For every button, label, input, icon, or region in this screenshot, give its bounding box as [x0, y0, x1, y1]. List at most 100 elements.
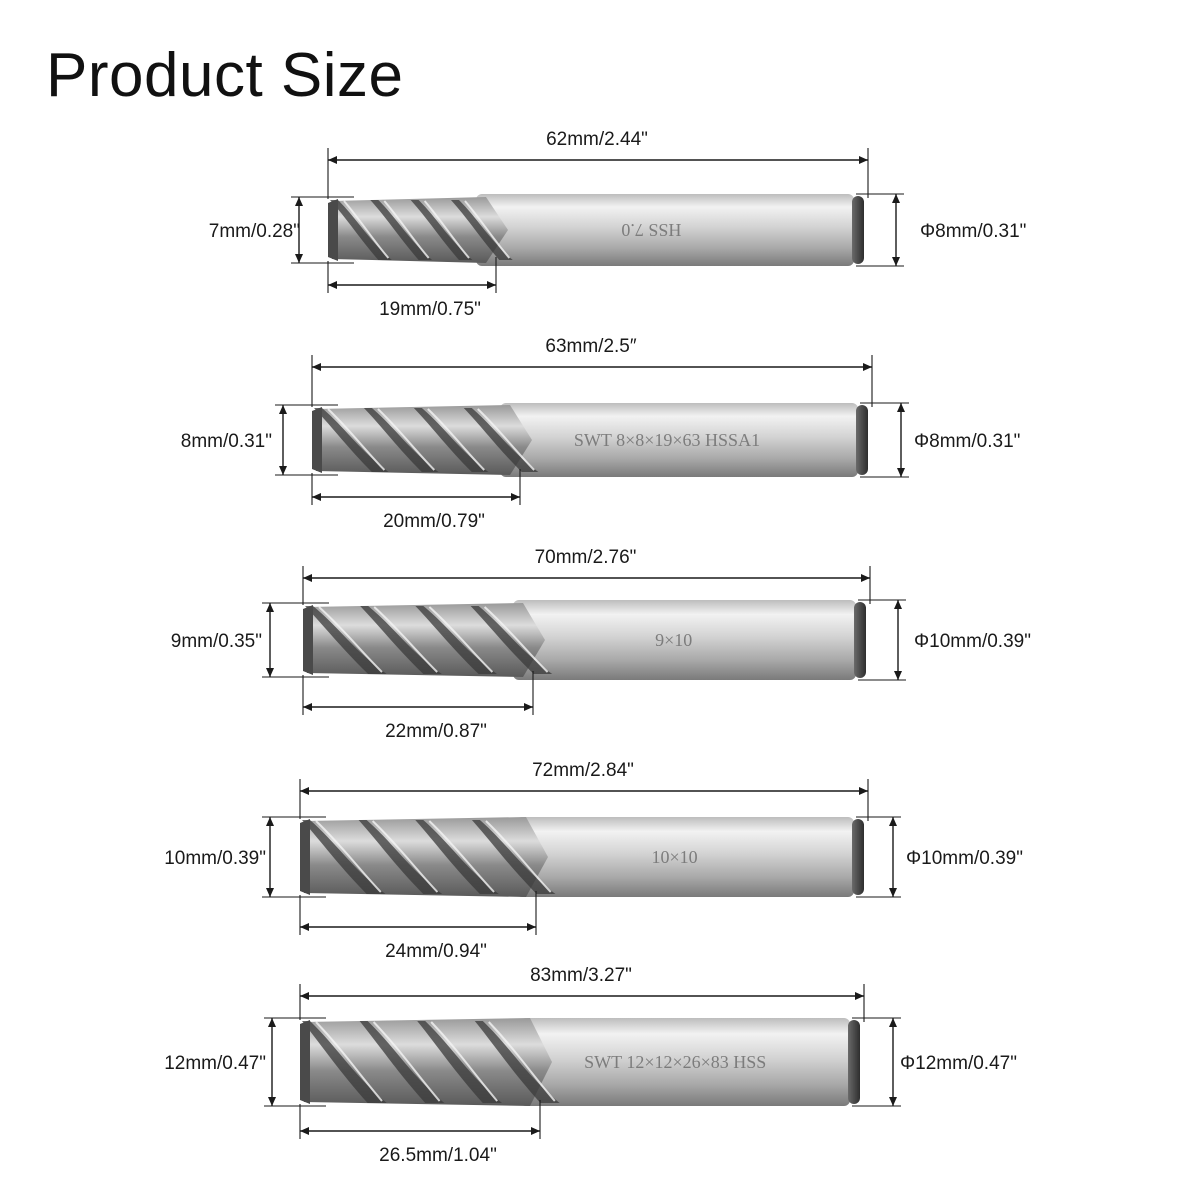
overall-length-dimension: 63mm/2.5″: [311, 336, 873, 407]
shank-diameter-dimension: Φ8mm/0.31": [860, 402, 1020, 478]
arrowhead: [300, 787, 309, 795]
flutes: [314, 405, 539, 475]
arrowhead: [268, 1097, 276, 1106]
overall-length-label: 63mm/2.5″: [545, 336, 636, 357]
arrowhead: [511, 493, 520, 501]
arrowhead: [531, 1127, 540, 1135]
flutes: [302, 1018, 560, 1106]
arrowhead: [328, 281, 337, 289]
shank-end: [848, 1020, 860, 1104]
shank-end: [852, 819, 864, 895]
overall-length-label: 83mm/3.27": [530, 965, 632, 986]
shank-diameter-label: Φ8mm/0.31": [920, 221, 1026, 242]
arrowhead: [863, 363, 872, 371]
end-mill-12mm: SWT 12×12×26×83 HSS 83mm/3.27" 26.5mm/1.04…: [164, 965, 1017, 1166]
shank-marking: SWT 12×12×26×83 HSS: [584, 1052, 766, 1072]
arrowhead: [300, 923, 309, 931]
end-mill-image: SWT 8×8×19×63 HSSA1: [312, 403, 868, 477]
flute-length-label: 22mm/0.87": [385, 721, 487, 742]
end-mill-7mm: HSS 7.0 62mm/2.44" 19mm/0.75" 7mm/0.28" Φ8mm…: [209, 129, 1027, 320]
arrowhead: [894, 600, 902, 609]
flute-length-label: 20mm/0.79": [383, 511, 485, 532]
arrowhead: [889, 1097, 897, 1106]
arrowhead: [889, 817, 897, 826]
cutting-tip: [312, 407, 322, 473]
shank-marking: 10×10: [652, 847, 698, 867]
cutting-diameter-label: 12mm/0.47": [164, 1053, 266, 1074]
arrowhead: [268, 1018, 276, 1027]
overall-length-label: 62mm/2.44": [546, 129, 648, 150]
end-mill-image: HSS 7.0: [328, 194, 864, 266]
end-mill-8mm: SWT 8×8×19×63 HSSA1 63mm/2.5″ 20mm/0.79" 8m…: [181, 336, 1021, 532]
end-mill-9mm: 9×10 70mm/2.76" 22mm/0.87" 9mm/0.35" Φ10mm/0…: [171, 547, 1031, 742]
flute-length-label: 19mm/0.75": [379, 299, 481, 320]
arrowhead: [859, 156, 868, 164]
shank-diameter-label: Φ8mm/0.31": [914, 431, 1020, 452]
shank: [520, 1018, 850, 1106]
arrowhead: [859, 787, 868, 795]
overall-length-dimension: 70mm/2.76": [302, 547, 871, 605]
cutting-diameter-label: 8mm/0.31": [181, 431, 272, 452]
arrowhead: [300, 992, 309, 1000]
arrowhead: [889, 888, 897, 897]
end-mill-image: 9×10: [303, 600, 866, 680]
cutting-diameter-label: 10mm/0.39": [164, 848, 266, 869]
arrowhead: [266, 817, 274, 826]
shank: [516, 817, 854, 897]
arrowhead: [889, 1018, 897, 1027]
shank-diameter-label: Φ12mm/0.47": [900, 1053, 1017, 1074]
flute-length-dimension: 20mm/0.79": [311, 469, 521, 532]
arrowhead: [279, 405, 287, 414]
arrowhead: [527, 923, 536, 931]
flute-length-label: 26.5mm/1.04": [379, 1145, 497, 1166]
arrowhead: [861, 574, 870, 582]
arrowhead: [266, 668, 274, 677]
cutting-tip: [328, 199, 338, 261]
flute-length-dimension: 22mm/0.87": [302, 671, 534, 742]
flute-length-dimension: 19mm/0.75": [327, 257, 497, 320]
arrowhead: [524, 703, 533, 711]
arrowhead: [892, 194, 900, 203]
end-mill-image: 10×10: [300, 817, 864, 897]
overall-length-label: 72mm/2.84": [532, 760, 634, 781]
cutting-tip: [303, 605, 313, 675]
cutting-diameter-label: 7mm/0.28": [209, 221, 300, 242]
arrowhead: [266, 603, 274, 612]
flutes: [302, 817, 556, 897]
cutting-tip: [300, 1020, 310, 1104]
arrowhead: [312, 493, 321, 501]
shank-marking: HSS 7.0: [621, 220, 681, 240]
shank: [476, 194, 854, 266]
shank: [500, 403, 858, 477]
cutting-diameter-label: 9mm/0.35": [171, 631, 262, 652]
arrowhead: [312, 363, 321, 371]
overall-length-dimension: 72mm/2.84": [299, 760, 869, 821]
flute-length-dimension: 26.5mm/1.04": [299, 1100, 541, 1166]
arrowhead: [300, 1127, 309, 1135]
end-mill-10mm: 10×10 72mm/2.84" 24mm/0.94" 10mm/0.39" Φ10mm…: [164, 760, 1023, 962]
arrowhead: [894, 671, 902, 680]
shank-end: [852, 196, 864, 264]
page-title: Product Size: [46, 41, 404, 110]
overall-length-dimension: 83mm/3.27": [299, 965, 865, 1022]
arrowhead: [328, 156, 337, 164]
cutting-diameter-dimension: 9mm/0.35": [171, 602, 329, 678]
flute-length-dimension: 24mm/0.94": [299, 891, 537, 962]
arrowhead: [303, 703, 312, 711]
shank-diameter-label: Φ10mm/0.39": [914, 631, 1031, 652]
shank-marking: 9×10: [655, 630, 692, 650]
shank-diameter-dimension: Φ12mm/0.47": [852, 1017, 1017, 1107]
shank-diameter-dimension: Φ10mm/0.39": [856, 816, 1023, 898]
arrowhead: [892, 257, 900, 266]
flutes: [330, 197, 513, 263]
shank-end: [854, 602, 866, 678]
cutting-diameter-dimension: 10mm/0.39": [164, 816, 326, 898]
shank-marking: SWT 8×8×19×63 HSSA1: [574, 430, 760, 450]
overall-length-label: 70mm/2.76": [535, 547, 637, 568]
cutting-diameter-dimension: 8mm/0.31": [181, 404, 338, 476]
flute-length-label: 24mm/0.94": [385, 941, 487, 962]
cutting-tip: [300, 819, 310, 895]
shank-diameter-dimension: Φ10mm/0.39": [858, 599, 1031, 681]
arrowhead: [303, 574, 312, 582]
